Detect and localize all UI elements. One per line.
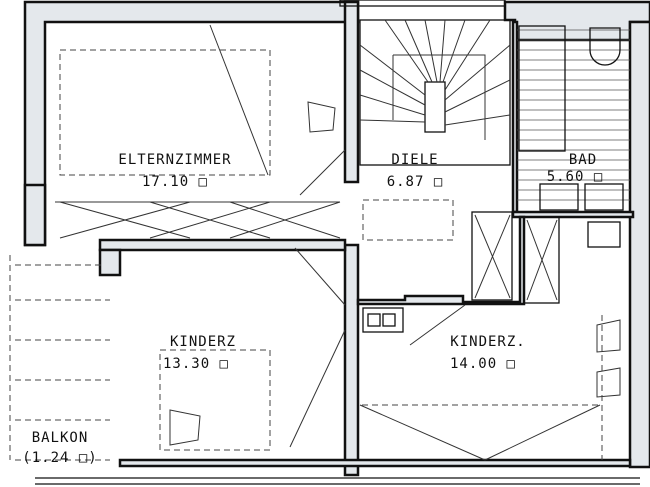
wardrobe	[55, 201, 341, 239]
elternzimmer-area: 17.10 □	[142, 174, 208, 190]
wall-bad	[511, 20, 519, 214]
kinderz-left-area: 13.30 □	[163, 356, 229, 372]
kinderz-right-furniture	[359, 304, 621, 461]
nightstand	[307, 101, 336, 133]
chimney	[362, 307, 404, 333]
desk-chair	[169, 409, 201, 446]
window-left	[23, 183, 47, 247]
stair-top	[339, 0, 506, 7]
flue-2	[382, 313, 396, 327]
diele-rug	[362, 199, 454, 241]
chairs	[596, 319, 621, 398]
stair-outline	[359, 19, 511, 166]
wall-partition-right	[356, 215, 526, 306]
staircase	[339, 0, 511, 241]
wall-bad-bottom	[511, 210, 635, 219]
door-swing	[209, 24, 269, 176]
wall-partition-left	[98, 238, 347, 252]
wall-center-lower	[343, 243, 360, 477]
closet-2	[523, 216, 560, 304]
toilet	[589, 27, 621, 66]
bed-right-1	[359, 404, 486, 461]
wall-top-left	[23, 0, 360, 247]
elternzimmer-furniture	[55, 24, 346, 239]
diele-name: DIELE	[391, 152, 438, 168]
washer	[587, 221, 621, 248]
flue-1	[367, 313, 381, 327]
kinderz-left-name: KINDERZ	[170, 334, 236, 350]
bathtub	[518, 25, 566, 152]
closet-cross	[474, 214, 558, 301]
bad-name: BAD	[569, 152, 597, 168]
balkon-name: BALKON	[32, 430, 89, 446]
kinderz-right-name: KINDERZ.	[450, 334, 525, 350]
door-swing-left	[289, 329, 346, 448]
door-swing-right	[409, 304, 466, 346]
walls	[23, 0, 650, 485]
kinderz-right-area: 14.00 □	[450, 356, 516, 372]
bad-area: 5.60 □	[547, 169, 604, 185]
bed-right-2	[484, 404, 601, 461]
bed-left	[159, 349, 271, 451]
stair-steps	[359, 19, 511, 140]
door-arc	[299, 149, 346, 196]
elternzimmer-name: ELTERNZIMMER	[118, 152, 231, 168]
bathroom	[517, 25, 630, 248]
wall-center-upper	[343, 0, 360, 184]
wall-stub	[98, 248, 122, 277]
wall-top-right	[503, 0, 650, 42]
room-labels: ELTERNZIMMER 17.10 □ DIELE 6.87 □ BAD 5.…	[22, 152, 604, 466]
wall-bottom	[118, 458, 632, 468]
wall-right	[628, 20, 650, 469]
kinderz-left-furniture	[9, 247, 346, 461]
balkon-area: (1.24 □)	[22, 450, 97, 466]
balcony-railing	[9, 255, 110, 461]
sink-1	[539, 183, 579, 211]
closets	[362, 211, 560, 333]
diele-area: 6.87 □	[387, 174, 444, 190]
door-arc-left	[294, 247, 346, 306]
sink-2	[584, 183, 624, 211]
bed	[59, 49, 271, 176]
stair-well	[424, 81, 446, 133]
closet-1	[471, 211, 513, 301]
